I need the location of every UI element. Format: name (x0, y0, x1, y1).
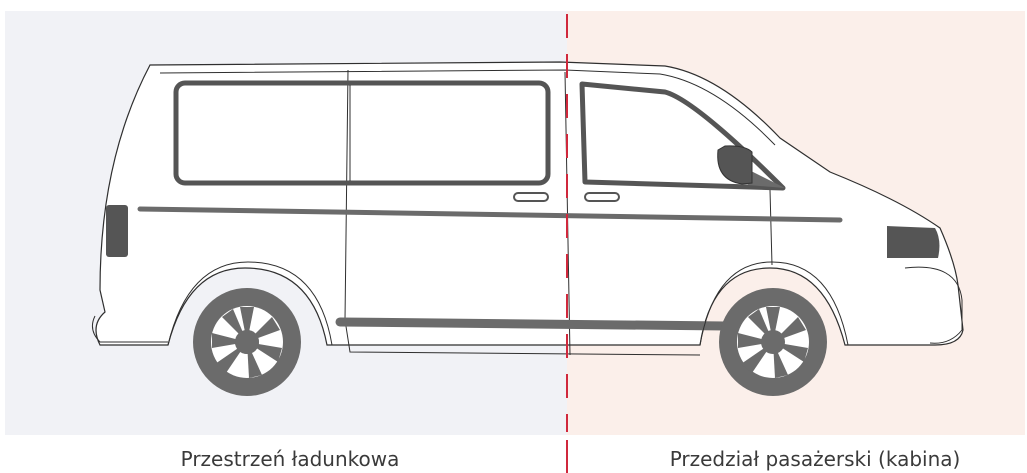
front-wheel (719, 288, 827, 396)
rear-bumper (91, 315, 168, 343)
front-bumper (904, 266, 963, 344)
rear-side-window (173, 80, 551, 186)
van-body-outline (95, 61, 964, 346)
sliding-door-outline (344, 69, 701, 356)
van-inner-line (159, 69, 776, 146)
front-door-window (579, 81, 786, 191)
side-trim-strip (137, 206, 843, 223)
rear-light (106, 205, 128, 257)
rear-wheel (193, 288, 301, 396)
side-mirror (717, 145, 753, 185)
cargo-area-label: Przestrzeń ładunkowa (180, 447, 400, 471)
sliding-door-handle (513, 192, 549, 202)
front-door-handle (584, 192, 620, 202)
passenger-cabin-label: Przedział pasażerski (kabina) (669, 447, 961, 471)
headlight (887, 226, 940, 258)
rocker-trim (335, 317, 731, 331)
